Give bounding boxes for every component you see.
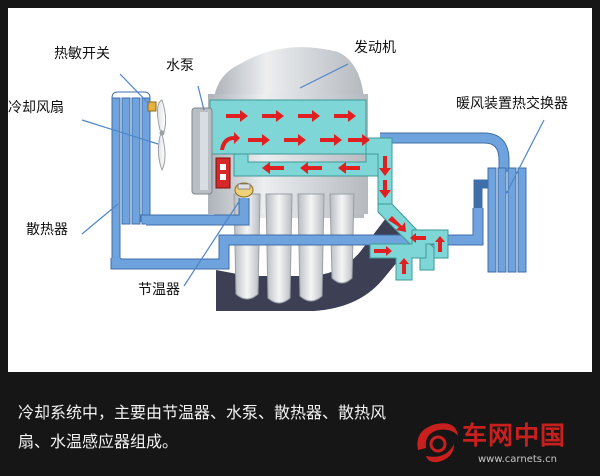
radiator-core [111,91,151,261]
caption-text: 冷却系统中，主要由节温器、水泵、散热器、散热风扇、水温感应器组成。 [18,403,387,451]
heater-core [487,167,527,273]
intake-manifold [216,218,412,311]
label-thermostat: 节温器 [138,282,180,298]
label-radiator: 散热器 [26,222,68,238]
label-water-pump: 水泵 [166,58,194,74]
cylinder [297,193,325,302]
label-engine: 发动机 [354,40,396,56]
flow-arrows [220,110,445,274]
cylinder [265,193,293,304]
thermo-switch [147,101,157,112]
logo-name: 车网中国 [462,421,567,450]
diagram-panel: 热敏开关 水泵 发动机 冷却风扇 暖风装置热交换器 散热器 节温器 [8,8,592,372]
heater-pipe-upper [380,132,510,172]
cooling-fan [156,99,167,172]
label-thermo-switch: 热敏开关 [54,46,110,62]
label-heater-core: 暖风装置热交换器 [456,96,568,112]
label-cooling-fan: 冷却风扇 [8,100,64,116]
logo-url: www.carnets.cn [478,454,557,465]
logo-mark-icon [417,423,458,463]
head-coolant-jacket [209,99,367,155]
leader-lines [81,63,545,287]
bypass-loop [369,229,449,281]
pump-impeller [215,157,231,189]
cooling-system-diagram [81,47,545,311]
site-logo[interactable]: 车网中国 www.carnets.cn [412,416,596,472]
heater-pipe-lower [473,179,488,208]
